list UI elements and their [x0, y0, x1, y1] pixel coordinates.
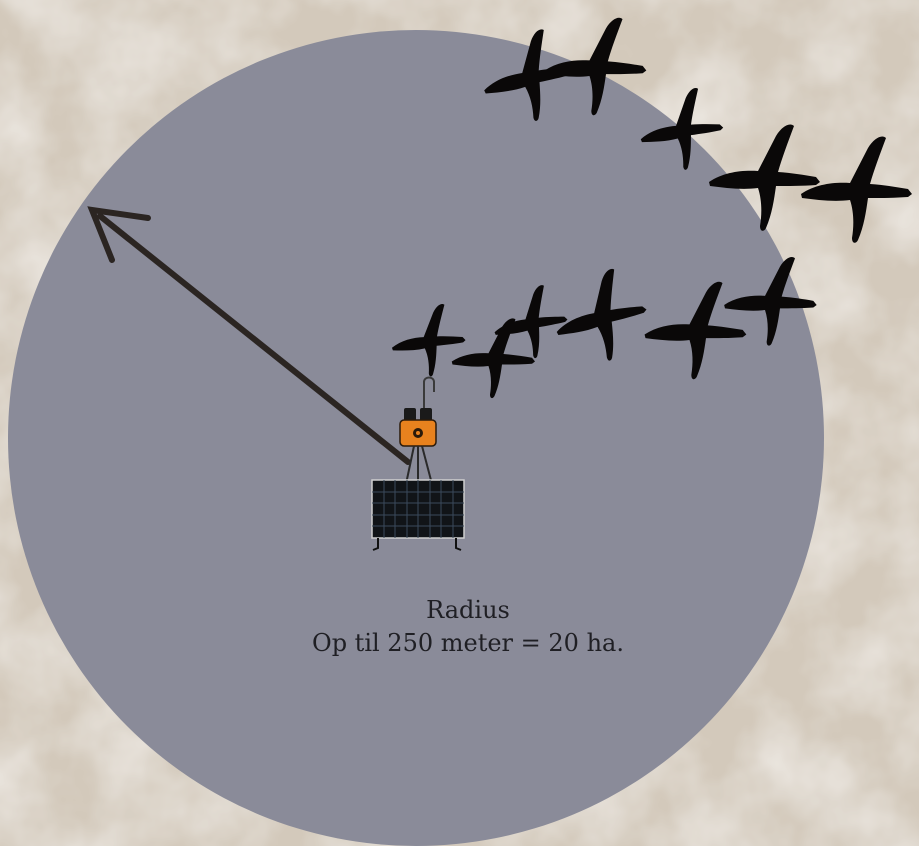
- radius-detail: Op til 250 meter = 20 ha.: [168, 627, 768, 660]
- radius-title: Radius: [168, 594, 768, 627]
